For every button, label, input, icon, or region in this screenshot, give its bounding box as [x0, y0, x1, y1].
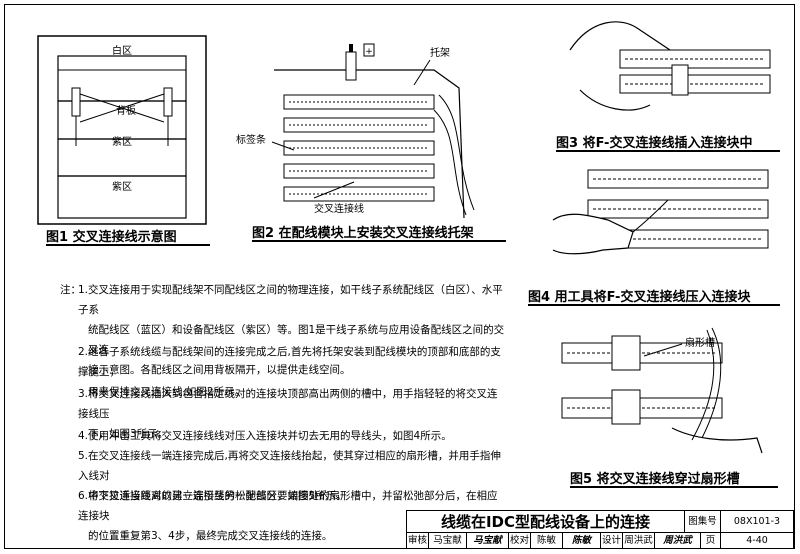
fig5-leader-fan-slot — [643, 343, 683, 357]
fig2-module-rows — [283, 94, 435, 202]
fig2-leader-bracket — [413, 59, 431, 86]
fig2-tool-tip — [349, 44, 353, 52]
notes-heading: 注： — [60, 284, 81, 296]
note-item-1: 1.交叉连接用于实现配线架不同配线区之间的物理连接，如干线子系统配线区（白区）、… — [78, 280, 508, 380]
page-label: 页 — [701, 533, 721, 549]
figure-4-caption-underline — [528, 304, 780, 306]
fig1-label-white: 白区 — [112, 44, 132, 57]
fig1-purple-zone-2 — [57, 175, 187, 219]
fig2-label-cross-wire: 交叉连接线 — [314, 202, 364, 215]
note-1-line-3: 接示意图。各配线区之间用背板隔开，以提供走线空间。 — [88, 364, 351, 376]
fig1-cross-wire-b — [79, 93, 165, 123]
designer-signature: 周洪武 — [655, 533, 701, 549]
fig5-label-fan-slot: 扇形槽 — [685, 336, 715, 349]
review-label: 审核 — [407, 533, 429, 549]
fig3-clip — [671, 64, 689, 96]
fig5-wire-b — [691, 329, 715, 441]
atlas-number-label: 图集号 — [685, 511, 721, 533]
figure-2-caption: 图2 在配线模块上安装交叉连接线托架 — [252, 226, 474, 241]
note-5-line-1: 5.在交叉连接线一端连接完成后,再将交叉连接线抬起，使其穿过相应的扇形槽，并用手… — [78, 450, 501, 482]
note-1-line-2: 统配线区（蓝区）和设备配线区（紫区）等。图1是干线子系统与应用设备配线区之间的交… — [88, 324, 505, 356]
fig2-cable-a — [438, 94, 475, 211]
reviewer-name: 马宝献 — [429, 533, 467, 549]
fig5-wire-a — [701, 327, 722, 439]
note-item-6: 6.将交叉连接线对的另一端引至另一配线区要端接处的扇形槽中，并留松弛部分后，在相… — [78, 486, 508, 546]
fig2-label-strip: 标签条 — [236, 133, 266, 146]
note-item-4: 4.使用冲击工具将交叉连接线线对压入连接块并切去无用的导线头，如图4所示。 — [78, 426, 508, 446]
note-3-line-2: 下，如图3所示。 — [88, 428, 169, 440]
fig5-fan-slot-top — [611, 335, 641, 371]
note-3-line-1: 3.将交叉连接线插入到包含指定线对的连接块顶部高出两侧的槽中，用手指轻轻的将交叉… — [78, 388, 498, 420]
title-block: 线缆在IDC型配线设备上的连接 图集号 08X101-3 审核 马宝献 马宝献 … — [406, 510, 795, 549]
drawing-frame — [4, 4, 795, 549]
checker-signature: 陈敏 — [563, 533, 601, 549]
figure-5-diagram: 扇形槽 — [561, 327, 763, 454]
figure-2-caption-underline — [252, 240, 506, 242]
page-value: 4-40 — [721, 533, 794, 549]
note-4-line-1: 4.使用冲击工具将交叉连接线线对压入连接块并切去无用的导线头，如图4所示。 — [78, 430, 452, 442]
fig2-cable-b — [433, 109, 467, 216]
figure-5-caption-underline — [570, 486, 778, 488]
fig1-outer-frame — [37, 35, 207, 225]
drawing-title: 线缆在IDC型配线设备上的连接 — [407, 511, 685, 533]
note-item-3: 3.将交叉连接线插入到包含指定线对的连接块顶部高出两侧的槽中，用手指轻轻的将交叉… — [78, 384, 508, 444]
note-6-line-2: 的位置重复第3、4步，最终完成交叉连接线的连接。 — [88, 530, 333, 542]
figure-3-caption-underline — [556, 150, 780, 152]
designer-name: 周洪武 — [623, 533, 655, 549]
fig2-leader-label-strip — [271, 141, 295, 151]
fig1-label-purple-2: 紫区 — [112, 181, 132, 193]
fig1-label-backboard: 背板 — [116, 104, 136, 117]
note-item-2: 2.继各子系统线缆与配线架间的连接完成之后,首先将托架安装到配线模块的顶部和底部… — [78, 342, 508, 402]
figure-1-caption: 图1 交叉连接线示意图 — [46, 230, 177, 245]
note-6-line-1: 6.将交叉连接线对的另一端引至另一配线区要端接处的扇形槽中，并留松弛部分后，在相… — [78, 490, 498, 522]
fig4-impact-tool — [552, 213, 634, 255]
checker-name: 陈敏 — [531, 533, 563, 549]
fig1-connector-right — [163, 87, 173, 117]
fig3-hand-top — [569, 21, 671, 51]
atlas-number-value: 08X101-3 — [721, 511, 794, 533]
figure-3-caption: 图3 将F-交叉连接线插入连接块中 — [556, 136, 753, 151]
figure-5-caption: 图5 将交叉连接线穿过扇形槽 — [570, 472, 740, 487]
check-label: 校对 — [509, 533, 531, 549]
design-label: 设计 — [601, 533, 623, 549]
fig5-hand — [671, 427, 763, 454]
figure-4-diagram — [552, 169, 769, 255]
fig2-leader-cross-wire — [313, 181, 355, 199]
fig1-label-purple-1: 紫区 — [112, 136, 132, 148]
fig2-label-bracket: 托架 — [430, 46, 450, 59]
note-item-5: 5.在交叉连接线一端连接完成后,再将交叉连接线抬起，使其穿过相应的扇形槽，并用手… — [78, 446, 508, 506]
figure-2-diagram: + 托架 标签条 交叉连接线 — [236, 43, 475, 219]
fig4-wire — [632, 199, 669, 233]
reviewer-signature: 马宝献 — [467, 533, 509, 549]
fig5-fan-slot-bottom — [611, 389, 641, 425]
fig2-plus-glyph: + — [365, 47, 373, 57]
note-5-line-2: 中下拉适当距离以建立连接线的松弛部分，如图5所示。 — [88, 490, 347, 502]
note-2-line-2: 用来保持交叉连接线,如图2所示。 — [88, 386, 246, 398]
note-1-line-1: 1.交叉连接用于实现配线架不同配线区之间的物理连接，如干线子系统配线区（白区）、… — [78, 284, 503, 316]
figure-1-caption-underline — [46, 244, 210, 246]
note-2-line-1: 2.继各子系统线缆与配线架间的连接完成之后,首先将托架安装到配线模块的顶部和底部… — [78, 346, 501, 378]
figure-3-diagram — [569, 21, 771, 111]
figure-1-diagram: 白区 背板 紫区 紫区 — [37, 35, 207, 225]
figure-4-caption: 图4 用工具将F-交叉连接线压入连接块 — [528, 290, 751, 305]
fig1-connector-left — [71, 87, 81, 117]
fig3-hand-bottom — [579, 89, 651, 111]
fig2-tool-body — [345, 51, 357, 81]
fig2-plus-box — [363, 43, 375, 57]
